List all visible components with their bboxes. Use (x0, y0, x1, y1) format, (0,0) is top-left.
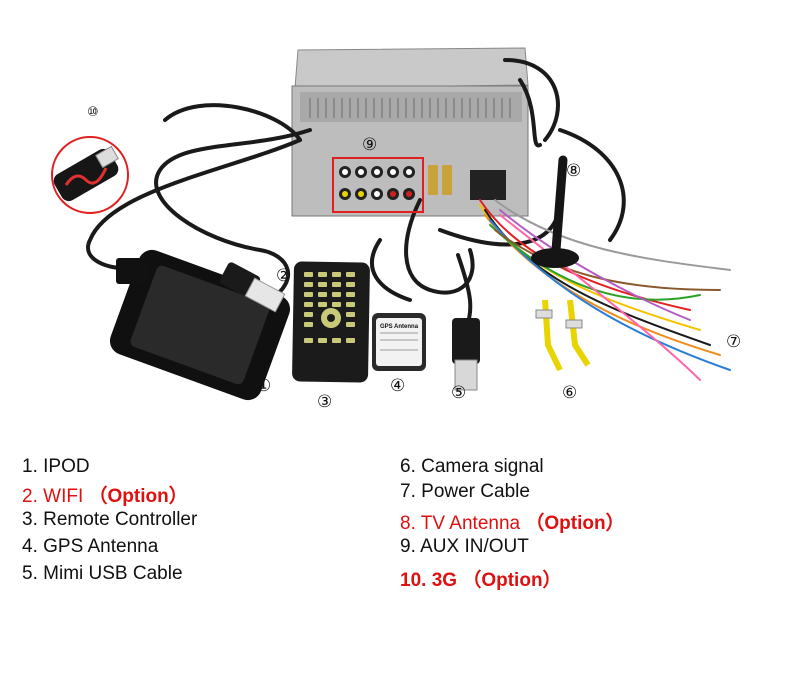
callout-10: ⑩ (87, 105, 99, 120)
mini-usb-cable (452, 318, 480, 391)
callout-4: ④ (390, 376, 406, 396)
callout-5: ⑤ (451, 383, 467, 403)
svg-text:GPS Antenna: GPS Antenna (380, 324, 419, 330)
gps-module: GPS Antenna (372, 313, 426, 371)
callout-8: ⑧ (566, 161, 582, 181)
legend-item-10: 10. 3G （Option） (400, 570, 562, 591)
legend-item-9: 9. AUX IN/OUT (400, 536, 529, 557)
product-photo: GPS Antenna (51, 47, 731, 401)
callout-3: ③ (317, 392, 333, 412)
legend-item-6: 6. Camera signal (400, 456, 544, 477)
legend-item-5: 5. Mimi USB Cable (22, 563, 183, 584)
legend-item-1: 1. IPOD (22, 456, 90, 477)
callout-9: ⑨ (362, 135, 378, 155)
legend-item-4: 4. GPS Antenna (22, 536, 159, 557)
power-wires (479, 199, 731, 381)
rca-jacks (339, 166, 415, 200)
callout-1: ① (256, 376, 272, 396)
callout-2: ② (276, 266, 292, 286)
legend-item-2: 2. WIFI （Option） (22, 486, 188, 507)
camera-rca (535, 299, 591, 372)
aux-highlight-box (332, 157, 424, 213)
tv-antenna (531, 155, 579, 268)
wifi-dongle-inset (51, 136, 129, 214)
legend-item-7: 7. Power Cable (400, 481, 530, 502)
callout-7: ⑦ (726, 332, 742, 352)
usb-plug (219, 262, 286, 313)
legend-item-3: 3. Remote Controller (22, 509, 198, 530)
legend-item-8: 8. TV Antenna （Option） (400, 513, 625, 534)
head-unit (291, 47, 529, 217)
callout-6: ⑥ (562, 383, 578, 403)
remote-controller (292, 261, 370, 383)
